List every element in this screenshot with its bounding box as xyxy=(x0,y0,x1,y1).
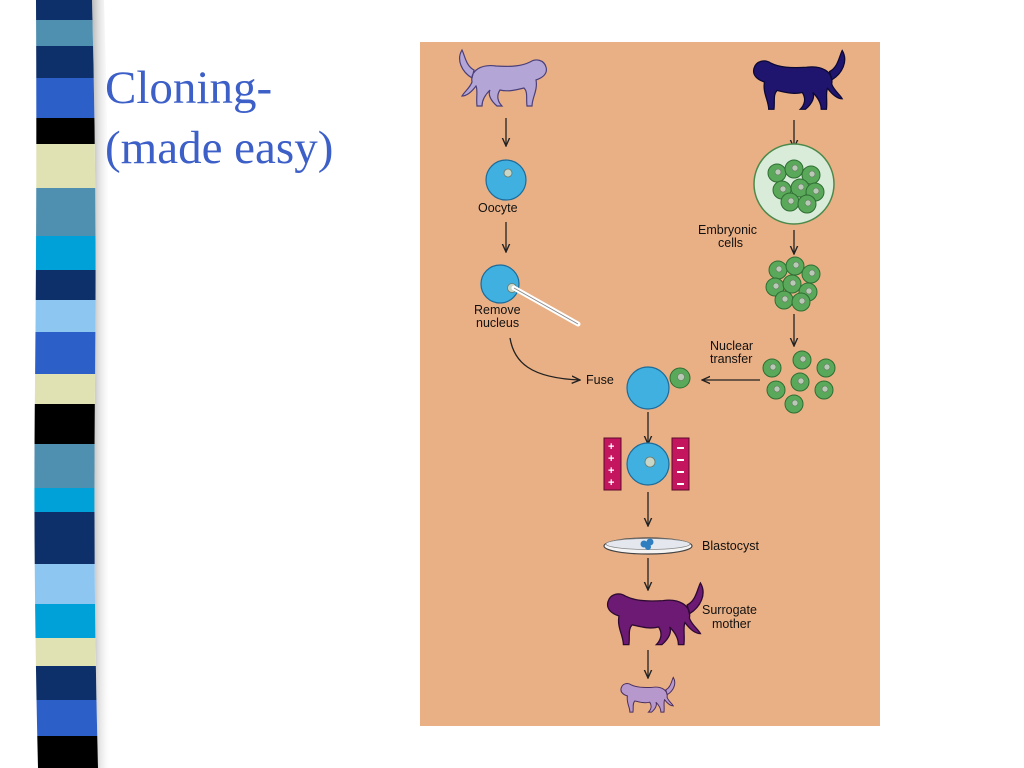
label-embryonic-cells-1: Embryonic xyxy=(698,223,757,237)
fusion-cells-icon xyxy=(626,366,691,410)
svg-text:+: + xyxy=(608,453,614,465)
cloning-diagram-panel: Oocyte Embryonic cells xyxy=(420,42,880,726)
embryo-cluster-icon xyxy=(753,143,835,225)
electrode-icon: + + + + xyxy=(603,437,690,491)
cloning-diagram: Oocyte Embryonic cells xyxy=(459,49,846,713)
label-surrogate-mother-1: Surrogate xyxy=(702,603,757,617)
monkey-surrogate-icon xyxy=(606,582,704,646)
monkey-donor-embryo-icon xyxy=(752,49,846,110)
slide-title-line-2: (made easy) xyxy=(105,122,334,174)
slide-title-line-1: Cloning- xyxy=(105,62,273,114)
slide-title: Cloning- (made easy) xyxy=(105,58,333,178)
label-nuclear-transfer-2: transfer xyxy=(710,352,752,366)
monkey-donor-oocyte-icon xyxy=(459,49,547,107)
svg-text:+: + xyxy=(608,465,614,477)
label-oocyte: Oocyte xyxy=(478,201,518,215)
svg-text:+: + xyxy=(608,441,614,453)
label-blastocyst: Blastocyst xyxy=(702,539,759,553)
monkey-clone-icon xyxy=(620,676,676,713)
fused-oocyte-icon xyxy=(626,442,670,486)
oocyte-cell-icon xyxy=(485,159,527,201)
label-fuse: Fuse xyxy=(586,373,614,387)
label-remove-nucleus-2: nucleus xyxy=(476,316,519,330)
label-remove-nucleus-1: Remove xyxy=(474,303,521,317)
embryonic-cells-cluster-icon xyxy=(765,256,821,312)
label-nuclear-transfer-1: Nuclear xyxy=(710,339,753,353)
enucleation-pipette-icon xyxy=(480,264,581,327)
label-embryonic-cells-2: cells xyxy=(718,236,743,250)
petri-dish-icon xyxy=(603,537,693,555)
svg-text:+: + xyxy=(608,477,614,489)
nuclear-transfer-cells-icon xyxy=(762,350,836,414)
decorative-stripe-bar xyxy=(34,0,112,768)
label-surrogate-mother-2: mother xyxy=(712,617,751,631)
